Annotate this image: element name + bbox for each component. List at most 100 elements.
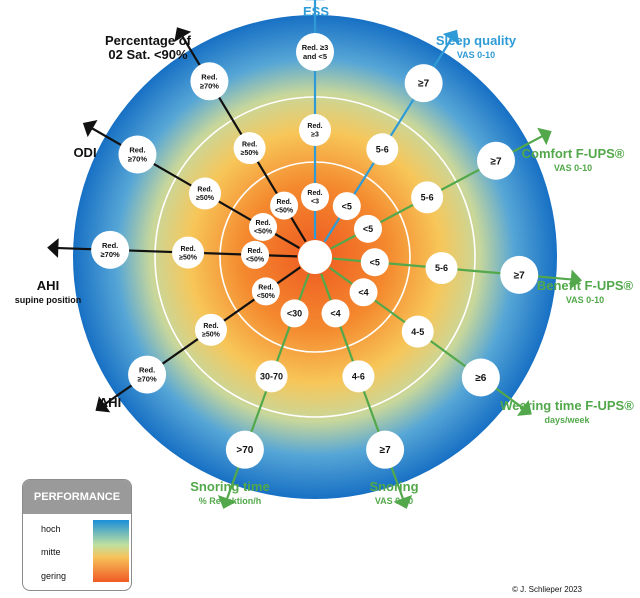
node-value: Red.≥70% — [138, 366, 157, 384]
node-value: Red.≥70% — [101, 241, 120, 259]
node-value: Red.<50% — [257, 285, 276, 301]
axis-subtitle: VAS 0-10 — [375, 496, 413, 506]
axis-arrow-snoringtime — [217, 494, 237, 509]
axis-node-comfort-1: <5 — [353, 214, 382, 243]
node-circle — [500, 255, 539, 294]
performance-legend: PERFORMANCE hoch mitte gering — [22, 479, 132, 591]
node-value: ≥7 — [380, 445, 391, 456]
axis-arrow-odi — [82, 120, 98, 138]
axis-subtitle: VAS 0-10 — [457, 50, 495, 60]
node-value: ≥7 — [514, 270, 525, 281]
axis-subtitle: days/week — [544, 415, 590, 425]
node-value: ≥7 — [418, 79, 429, 90]
axis-node-snoringtime-1: <30 — [280, 299, 309, 328]
node-value: 4-5 — [411, 327, 424, 337]
axis-subtitle: supine position — [15, 295, 82, 305]
axis-node-wearing-2: 4-5 — [401, 315, 434, 348]
axis-label-odi: ODI — [73, 145, 96, 160]
legend-high-label: hoch — [41, 524, 61, 534]
axis-node-o2sat-3: Red.≥70% — [190, 62, 229, 101]
center-hub — [298, 240, 332, 274]
node-value: Red.<50% — [254, 220, 273, 236]
axis-title: Comfort F-UPS® — [522, 146, 625, 161]
node-value: Red.≥3 — [307, 123, 322, 139]
node-value: Red.≥50% — [241, 141, 260, 157]
node-value: 30-70 — [260, 371, 283, 381]
axis-node-benefit-2: 5-6 — [425, 252, 458, 285]
axis-title: ESS — [303, 4, 329, 19]
node-circle — [296, 33, 334, 71]
legend-gradient-bar — [93, 520, 129, 582]
axis-node-ahi-1: Red.<50% — [251, 277, 280, 306]
node-value: Red.≥50% — [179, 246, 198, 262]
node-circle — [342, 360, 375, 393]
axis-node-odi-2: Red.≥50% — [189, 177, 222, 210]
axis-node-snoring-3: ≥7 — [366, 430, 405, 469]
axis-node-odi-3: Red.≥70% — [118, 135, 157, 174]
axis-label-ahi: AHI — [99, 395, 121, 410]
node-circle — [189, 177, 222, 210]
node-value: <5 — [363, 224, 373, 234]
axis-node-benefit-3: ≥7 — [500, 255, 539, 294]
axis-title: Percentage of — [105, 33, 192, 48]
node-circle — [118, 135, 157, 174]
axis-arrow-sleep — [442, 29, 460, 45]
axis-node-ahisupine-1: Red.<50% — [241, 240, 270, 269]
node-value: ≥7 — [490, 156, 501, 167]
node-circle — [461, 358, 500, 397]
axis-node-sleep-1: <5 — [332, 192, 361, 221]
axis-node-o2sat-2: Red.≥50% — [233, 132, 266, 165]
node-circle — [172, 236, 205, 269]
axis-node-snoring-2: 4-6 — [342, 360, 375, 393]
node-circle — [477, 141, 516, 180]
node-circle — [366, 133, 399, 166]
axis-subtitle: % Reduktion/h — [199, 496, 262, 506]
axis-arrow-benefit — [569, 269, 582, 290]
node-value: Red.<3 — [307, 190, 322, 206]
node-circle — [360, 248, 389, 277]
axis-node-ahi-2: Red.≥50% — [194, 313, 227, 346]
node-value: 5-6 — [435, 263, 448, 273]
axis-subtitle: VAS 0-10 — [554, 163, 592, 173]
axis-node-odi-1: Red.<50% — [249, 213, 278, 241]
axis-title: 02 Sat. <90% — [108, 47, 188, 62]
node-circle — [128, 355, 167, 394]
axis-node-benefit-1: <5 — [360, 248, 389, 277]
node-circle — [411, 181, 444, 214]
axis-title: Wearing time F-UPS® — [500, 398, 634, 413]
node-value: Red.<50% — [275, 199, 294, 215]
node-circle — [299, 114, 331, 146]
node-value: Red.≥70% — [128, 146, 147, 164]
axis-label-wearing: Wearing time F-UPS® days/week — [500, 398, 634, 425]
node-value: ≥6 — [475, 373, 486, 384]
axis-node-ahisupine-3: Red.≥70% — [91, 230, 130, 269]
axis-node-snoringtime-2: 30-70 — [255, 360, 288, 393]
axis-node-wearing-3: ≥6 — [461, 358, 500, 397]
axis-label-snoringtime: Snoring time % Reduktion/h — [190, 479, 269, 506]
node-circle — [249, 213, 278, 241]
node-circle — [366, 430, 405, 469]
node-circle — [225, 430, 264, 469]
axis-title: AHI — [37, 278, 59, 293]
axis-title: Benefit F-UPS® — [537, 278, 634, 293]
node-circle — [401, 315, 434, 348]
axis-title: ODI — [73, 145, 96, 160]
axis-arrow-comfort — [537, 127, 552, 146]
axis-title: Snoring time — [190, 479, 269, 494]
node-circle — [353, 214, 382, 243]
node-circle — [233, 132, 266, 165]
axis-node-snoringtime-3: >70 — [225, 430, 264, 469]
axis-node-sleep-2: 5-6 — [366, 133, 399, 166]
axis-subtitle: VAS 0-10 — [566, 295, 604, 305]
node-value: <4 — [358, 287, 368, 297]
node-circle — [332, 192, 361, 221]
copyright-text: © J. Schlieper 2023 — [512, 585, 582, 594]
node-value: 5-6 — [421, 193, 434, 203]
axis-node-comfort-3: ≥7 — [477, 141, 516, 180]
axis-node-ahi-3: Red.≥70% — [128, 355, 167, 394]
